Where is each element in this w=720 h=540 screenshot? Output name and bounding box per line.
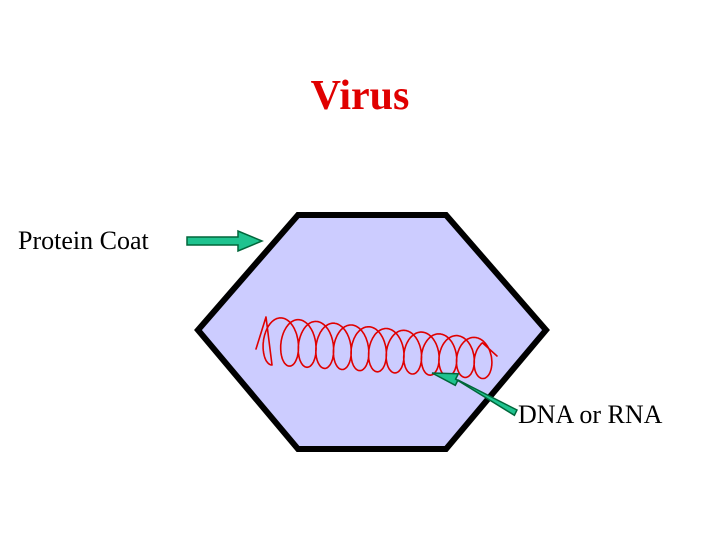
dna-or-rna-label: DNA or RNA: [518, 400, 663, 429]
protein-coat-label: Protein Coat: [18, 226, 149, 255]
page-title: Virus: [310, 73, 410, 119]
protein-coat-arrow-icon: [186, 229, 264, 253]
protein-coat-capsid: [194, 212, 550, 452]
genetic-material-strand: [255, 316, 498, 380]
genetic-material-arrow-icon: [431, 372, 518, 417]
